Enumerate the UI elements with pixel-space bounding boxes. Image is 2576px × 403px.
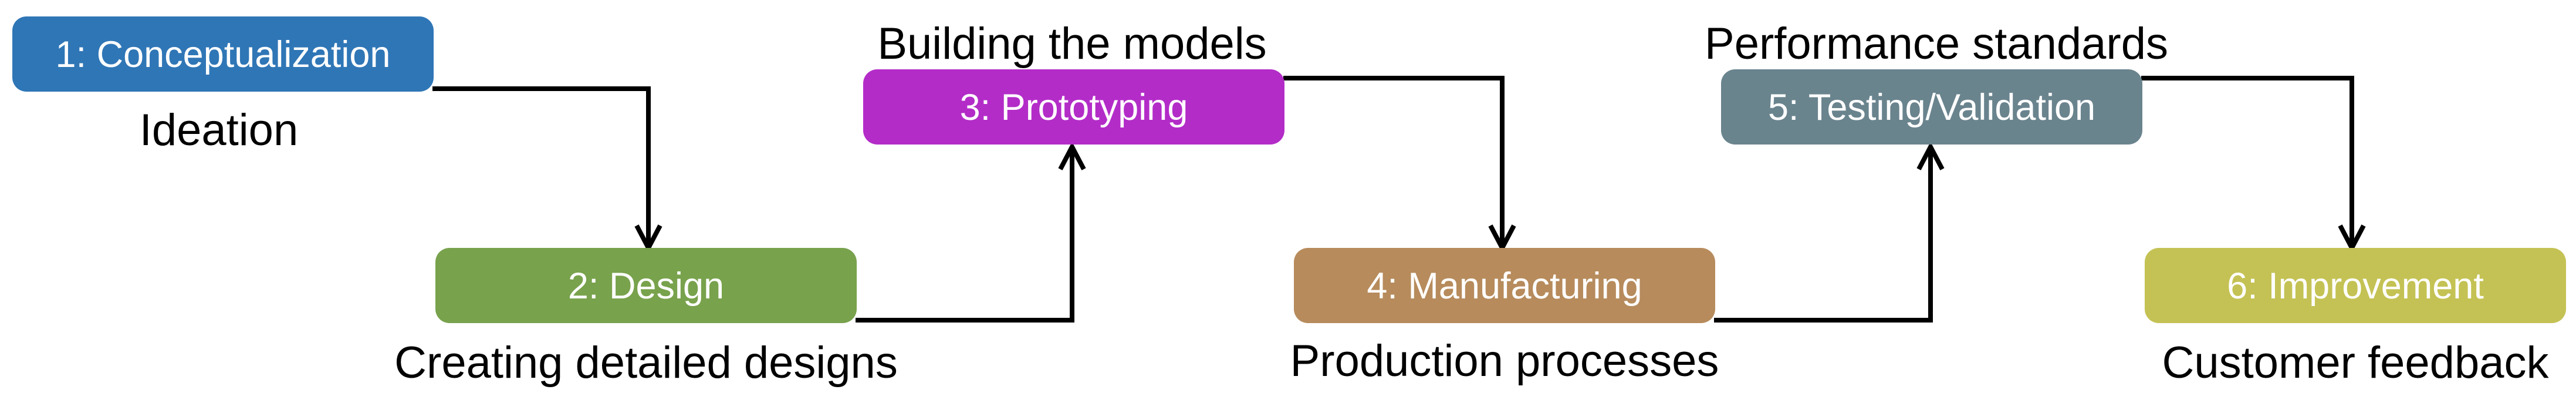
connector-5-6 (2141, 76, 2354, 247)
stage-annotation-1: Ideation (140, 105, 298, 155)
stage-annotation-2: Creating detailed designs (394, 338, 898, 388)
stage-title-3: 3: Prototyping (960, 87, 1188, 128)
connector-1-2 (432, 86, 651, 247)
stage-annotation-3: Building the models (877, 19, 1266, 69)
stage-box-3 (863, 69, 1284, 145)
connector-3-4 (1283, 76, 1505, 247)
stage-box-4 (1294, 248, 1715, 323)
arrowhead-up-2-3 (1058, 142, 1086, 170)
connector-4-5 (1714, 147, 1933, 323)
stage-title-1: 1: Conceptualization (56, 34, 391, 75)
connector-2-3 (856, 147, 1074, 323)
stage-box-6 (2145, 248, 2566, 323)
stage-box-2 (435, 248, 857, 323)
stage-title-5: 5: Testing/Validation (1768, 87, 2095, 128)
stage-title-6: 6: Improvement (2227, 266, 2484, 307)
stage-annotation-6: Customer feedback (2162, 338, 2550, 388)
arrowhead-up-4-5 (1916, 142, 1945, 170)
stage-title-4: 4: Manufacturing (1367, 266, 1642, 307)
stage-box-1 (12, 16, 434, 92)
stage-title-2: 2: Design (568, 266, 724, 307)
stage-annotation-5: Performance standards (1705, 19, 2168, 69)
stage-box-5 (1721, 69, 2142, 145)
stage-annotation-4: Production processes (1290, 336, 1719, 386)
